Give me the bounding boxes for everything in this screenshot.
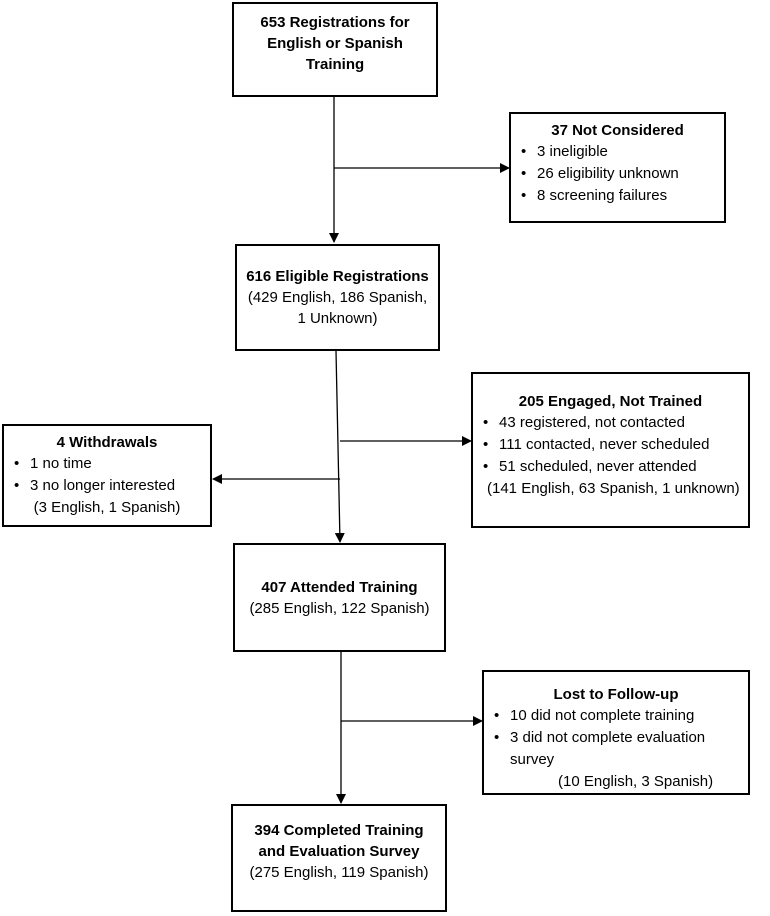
lost-title: Lost to Follow-up [553, 686, 679, 703]
completed-title-line-2: and Evaluation Survey [258, 843, 420, 860]
completed-line: (275 English, 119 Spanish) [249, 864, 429, 881]
list-item: •51 scheduled, never attended [483, 458, 697, 475]
list-item: •10 did not complete training [494, 707, 695, 724]
list-item: •3 ineligible [521, 143, 608, 160]
registrations-title-line-1: 653 Registrations for [260, 14, 410, 31]
engaged-note: (141 English, 63 Spanish, 1 unknown) [487, 480, 740, 497]
eligible-line-1: (429 English, 186 Spanish, [247, 289, 428, 306]
attended-line: (285 English, 122 Spanish) [249, 600, 430, 617]
list-item: •1 no time [14, 455, 92, 472]
list-item: survey [510, 751, 555, 768]
completed-box: 394 Completed Training and Evaluation Su… [231, 804, 447, 912]
list-item: •3 no longer interested [14, 477, 176, 494]
list-item: •26 eligibility unknown [521, 165, 679, 182]
lost-note: (10 English, 3 Spanish) [558, 773, 714, 790]
list-item: •43 registered, not contacted [483, 414, 685, 431]
not-considered-box: 37 Not Considered •3 ineligible •26 elig… [509, 112, 726, 223]
list-item: •3 did not complete evaluation [494, 729, 706, 746]
not-considered-list: •3 ineligible •26 eligibility unknown •8… [511, 141, 724, 207]
lost-box: Lost to Follow-up •10 did not complete t… [482, 670, 750, 795]
completed-title-line-1: 394 Completed Training [254, 822, 424, 839]
eligible-line-2: 1 Unknown) [297, 310, 378, 327]
eligible-title: 616 Eligible Registrations [246, 268, 429, 285]
lost-list: •10 did not complete training •3 did not… [484, 705, 748, 771]
attended-box: 407 Attended Training (285 English, 122 … [233, 543, 446, 652]
arrow-eligible-to-attended [334, 350, 345, 543]
withdrawals-list: •1 no time •3 no longer interested [4, 453, 210, 497]
withdrawals-box: 4 Withdrawals •1 no time •3 no longer in… [2, 424, 212, 527]
eligible-box: 616 Eligible Registrations (429 English,… [235, 244, 440, 351]
registrations-title-line-2: English or Spanish [267, 35, 403, 52]
not-considered-title: 37 Not Considered [551, 122, 684, 139]
withdrawals-note: (3 English, 1 Spanish) [33, 499, 181, 516]
registrations-title-line-3: Training [305, 56, 365, 73]
withdrawals-title: 4 Withdrawals [56, 434, 158, 451]
list-item: •8 screening failures [521, 187, 668, 204]
attended-title: 407 Attended Training [261, 579, 418, 596]
engaged-list: •43 registered, not contacted •111 conta… [473, 412, 748, 478]
registrations-box: 653 Registrations for English or Spanish… [232, 2, 438, 97]
engaged-box: 205 Engaged, Not Trained •43 registered,… [471, 372, 750, 528]
list-item: •111 contacted, never scheduled [483, 436, 710, 453]
engaged-title: 205 Engaged, Not Trained [518, 393, 703, 410]
